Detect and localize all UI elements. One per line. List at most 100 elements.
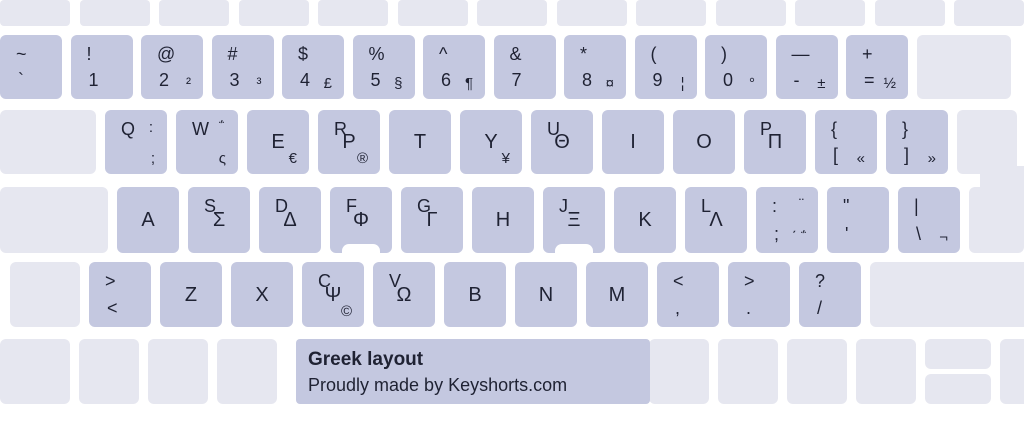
modifier-key-function-row-1[interactable] xyxy=(79,0,150,26)
key-legend-tl: % xyxy=(368,44,385,64)
key-number-row-5[interactable]: %5§ xyxy=(352,35,415,99)
key-legend-tl: C xyxy=(318,271,331,291)
key-bottom-letter-row-1[interactable]: >< xyxy=(89,262,151,327)
key-bottom-letter-row-6[interactable]: B xyxy=(444,262,506,327)
key-legend-tl: < xyxy=(673,271,684,291)
key-legend-tl: " xyxy=(843,196,850,216)
modifier-key-function-row-8[interactable] xyxy=(636,0,706,26)
modifier-key-modifier-row-8[interactable] xyxy=(856,339,916,404)
key-legend-br: ± xyxy=(817,75,826,92)
modifier-key-bottom-letter-row-12[interactable] xyxy=(870,262,1024,327)
key-legend-bl: = xyxy=(864,70,875,90)
key-number-row-12[interactable]: +=½ xyxy=(846,35,908,99)
key-legend-tl: + xyxy=(862,44,873,64)
key-number-row-4[interactable]: $4£ xyxy=(282,35,344,99)
key-bottom-letter-row-8[interactable]: M xyxy=(586,262,648,327)
key-legend-tl: W xyxy=(192,119,209,139)
modifier-key-function-row-0[interactable] xyxy=(0,0,70,26)
arrow-down-key[interactable] xyxy=(925,374,991,404)
key-number-row-10[interactable]: )0° xyxy=(705,35,767,99)
key-home-row-11[interactable]: "' xyxy=(827,187,889,253)
key-top-letter-row-4[interactable]: R®P xyxy=(318,110,380,174)
key-top-letter-row-6[interactable]: ¥Y xyxy=(460,110,522,174)
key-legend-br: © xyxy=(340,303,352,320)
key-legend-tl: # xyxy=(227,44,238,64)
modifier-key-modifier-row-1[interactable] xyxy=(79,339,139,404)
key-top-letter-row-12[interactable]: }]» xyxy=(886,110,948,174)
modifier-key-modifier-row-6[interactable] xyxy=(718,339,778,404)
modifier-key-function-row-2[interactable] xyxy=(159,0,229,26)
key-home-row-10[interactable]: :¨;΄ ΅ xyxy=(756,187,818,253)
modifier-key-modifier-row-5[interactable] xyxy=(649,339,709,404)
modifier-key-function-row-5[interactable] xyxy=(397,0,468,26)
key-home-row-8[interactable]: K xyxy=(614,187,676,253)
modifier-key-function-row-10[interactable] xyxy=(795,0,865,26)
key-legend-c: Σ xyxy=(212,209,226,231)
key-legend-c: Π xyxy=(767,131,783,153)
key-bottom-letter-row-4[interactable]: C©Ψ xyxy=(302,262,364,327)
key-bottom-letter-row-10[interactable]: >. xyxy=(728,262,790,327)
key-top-letter-row-2[interactable]: W΅ς xyxy=(176,110,238,174)
arrow-up-key[interactable] xyxy=(925,339,991,369)
modifier-key-function-row-11[interactable] xyxy=(874,0,945,26)
key-top-letter-row-11[interactable]: {[« xyxy=(815,110,877,174)
credit-text: Proudly made by Keyshorts.com xyxy=(308,375,568,395)
modifier-key-function-row-7[interactable] xyxy=(556,0,627,26)
key-number-row-8[interactable]: *8¤ xyxy=(564,35,626,99)
modifier-key-function-row-6[interactable] xyxy=(477,0,547,26)
enter-key-lower[interactable] xyxy=(980,166,1024,253)
key-number-row-6[interactable]: ^6¶ xyxy=(423,35,485,99)
key-home-row-1[interactable]: A xyxy=(117,187,179,253)
modifier-key-number-row-13[interactable] xyxy=(916,35,1011,99)
key-top-letter-row-9[interactable]: O xyxy=(673,110,735,174)
modifier-key-home-row-0[interactable] xyxy=(0,187,108,253)
key-top-letter-row-5[interactable]: T xyxy=(389,110,451,174)
key-top-letter-row-1[interactable]: Q:; xyxy=(105,110,167,174)
key-legend-br: ¬ xyxy=(939,229,948,246)
modifier-key-modifier-row-3[interactable] xyxy=(217,339,277,404)
modifier-key-function-row-9[interactable] xyxy=(715,0,786,26)
key-bottom-letter-row-11[interactable]: ?/ xyxy=(799,262,861,327)
key-home-row-12[interactable]: |\¬ xyxy=(898,187,960,253)
modifier-key-modifier-row-2[interactable] xyxy=(148,339,208,404)
key-number-row-11[interactable]: —-± xyxy=(775,35,838,99)
key-legend-bl: - xyxy=(793,70,800,90)
key-home-row-6[interactable]: H xyxy=(472,187,534,253)
key-top-letter-row-3[interactable]: €E xyxy=(247,110,309,174)
modifier-key-modifier-row-10[interactable] xyxy=(1000,339,1024,404)
key-legend-tl: J xyxy=(559,196,568,216)
key-legend-br: € xyxy=(288,150,297,167)
modifier-key-top-letter-row-13[interactable] xyxy=(957,110,1017,174)
modifier-key-bottom-letter-row-0[interactable] xyxy=(10,262,80,327)
modifier-key-modifier-row-7[interactable] xyxy=(787,339,847,404)
key-bottom-letter-row-9[interactable]: <, xyxy=(657,262,719,327)
modifier-key-function-row-12[interactable] xyxy=(954,0,1024,26)
key-top-letter-row-8[interactable]: I xyxy=(602,110,664,174)
modifier-key-function-row-4[interactable] xyxy=(318,0,388,26)
modifier-key-function-row-3[interactable] xyxy=(238,0,309,26)
key-bottom-letter-row-3[interactable]: X xyxy=(231,262,293,327)
key-legend-bl: 8 xyxy=(582,70,593,90)
key-number-row-7[interactable]: &7 xyxy=(493,35,556,99)
modifier-key-modifier-row-0[interactable] xyxy=(0,339,70,404)
key-number-row-0[interactable]: ~` xyxy=(0,35,62,99)
key-bottom-letter-row-7[interactable]: N xyxy=(515,262,577,327)
key-number-row-9[interactable]: (9¦ xyxy=(634,35,697,99)
key-legend-br: ¶ xyxy=(464,75,473,92)
key-legend-br: ® xyxy=(356,150,368,167)
key-bottom-letter-row-2[interactable]: Z xyxy=(160,262,222,327)
key-number-row-1[interactable]: !1 xyxy=(70,35,133,99)
modifier-key-top-letter-row-0[interactable] xyxy=(0,110,96,174)
key-legend-c: X xyxy=(255,283,269,306)
